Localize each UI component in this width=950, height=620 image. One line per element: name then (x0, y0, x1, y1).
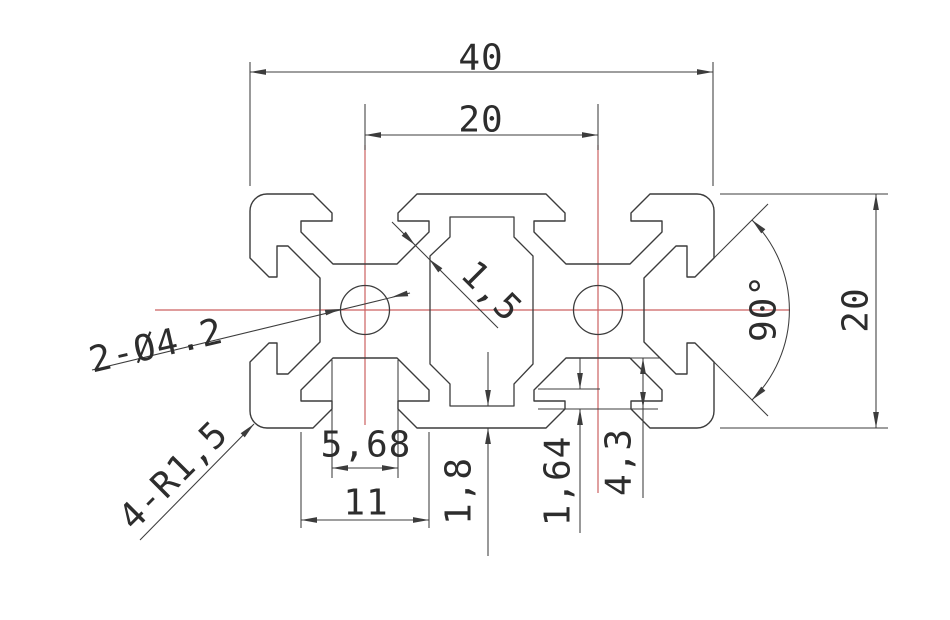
dim-slot-opening-label: 5,68 (321, 425, 412, 466)
dim-overall-height-label: 20 (836, 287, 877, 332)
dim-groove-angle-label: 90° (744, 274, 785, 342)
profile-right-hole (572, 284, 624, 336)
dim-overall-width-label: 40 (458, 38, 503, 79)
dim-base-wall-label: 1,8 (439, 457, 480, 525)
dim-slot-inner-width-label: 11 (343, 483, 388, 524)
profile-center-cavity (429, 216, 534, 407)
dim-slot-pitch-label: 20 (458, 100, 503, 141)
dim-lip-height-label: 1,64 (538, 436, 579, 527)
dimension-lines (91, 62, 888, 556)
extrusion-profile (249, 193, 715, 429)
profile-outer-contour (249, 193, 715, 429)
dim-slot-depth-label: 4,3 (599, 428, 640, 496)
